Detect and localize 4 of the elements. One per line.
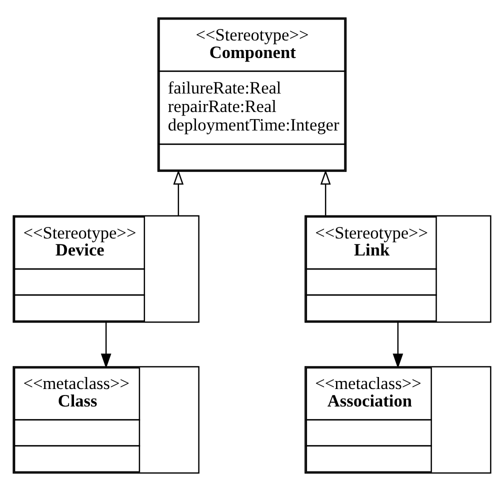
arrow [320,169,331,215]
arrow [173,169,184,215]
arrow [100,322,112,368]
arrow [392,322,404,368]
